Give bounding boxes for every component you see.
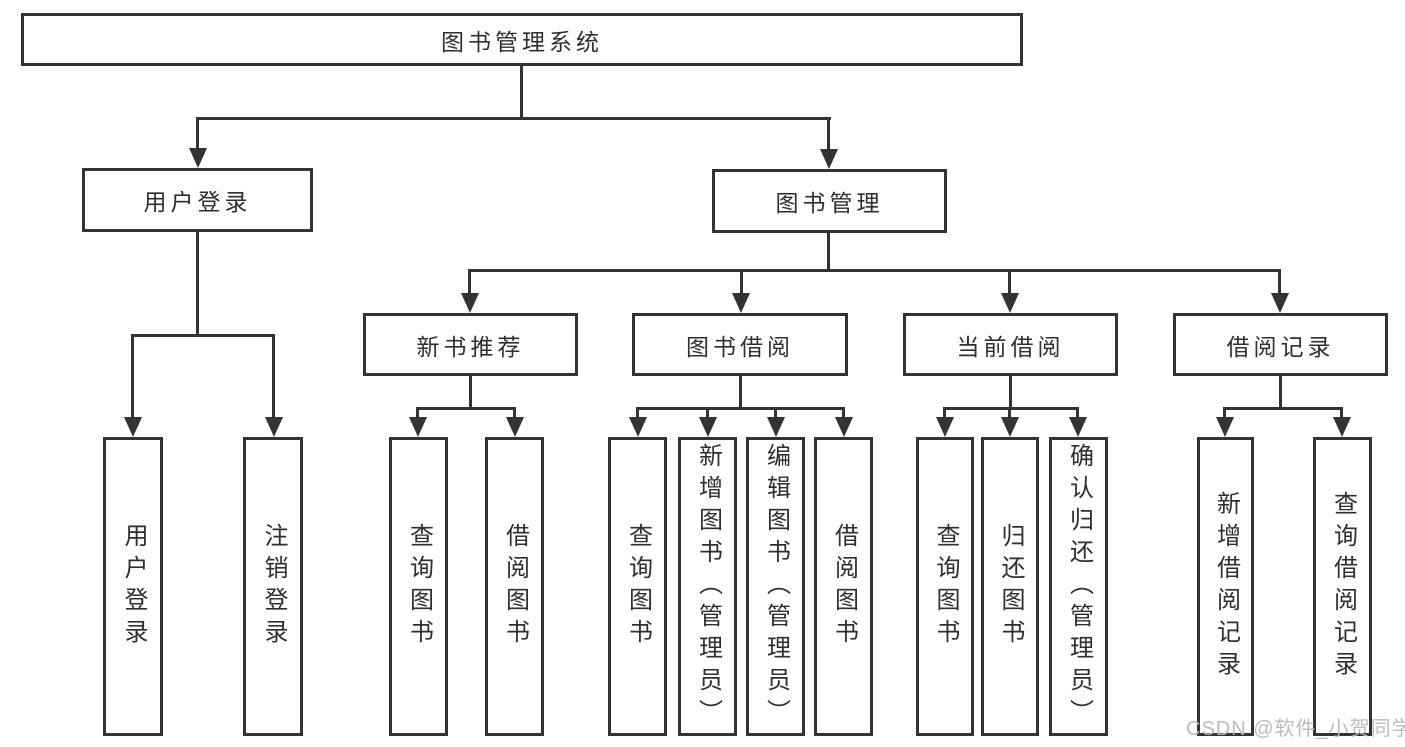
node-v-add-borrow-record: 新增借阅记录 [1197, 437, 1254, 736]
connector-line [1076, 407, 1079, 421]
node-label: 查询图书 [932, 522, 959, 651]
node-label: 借阅图书 [830, 522, 858, 651]
connector-line [416, 407, 419, 421]
node-label: 注销登录 [260, 522, 287, 651]
connector-line [272, 334, 275, 420]
arrowhead-down-icon [1001, 417, 1019, 437]
arrowhead-down-icon [124, 417, 142, 437]
arrowhead-down-icon [1333, 417, 1351, 437]
node-v-query-book-b: 查询图书 [608, 437, 667, 736]
node-user-login: 用户登录 [82, 168, 313, 232]
arrowhead-down-icon [1069, 417, 1087, 437]
node-label: 借阅记录 [1226, 333, 1335, 360]
node-label: 新书推荐 [416, 333, 525, 360]
node-v-return-book: 归还图书 [981, 437, 1039, 736]
connector-line [196, 117, 831, 120]
connector-line [131, 334, 134, 420]
connector-line [1009, 376, 1012, 409]
arrowhead-down-icon [1271, 293, 1289, 313]
arrowhead-down-icon [1001, 293, 1019, 313]
node-label: 用户登录 [143, 189, 252, 215]
node-label: 确认归还（管理员） [1065, 442, 1093, 731]
node-root: 图书管理系统 [21, 13, 1023, 66]
connector-line [1278, 269, 1281, 297]
node-book-borrow: 图书借阅 [632, 313, 848, 376]
node-label: 当前借阅 [956, 333, 1065, 360]
node-label: 查询借阅记录 [1329, 490, 1357, 683]
connector-line [416, 407, 516, 410]
node-label: 查询图书 [624, 522, 652, 651]
arrowhead-down-icon [629, 417, 647, 437]
connector-line [196, 117, 199, 153]
node-v-confirm-return: 确认归还（管理员） [1049, 437, 1108, 736]
node-borrow-record: 借阅记录 [1173, 313, 1388, 376]
arrowhead-down-icon [409, 417, 427, 437]
arrowhead-down-icon [699, 417, 717, 437]
node-v-user-login: 用户登录 [103, 437, 163, 736]
node-v-borrow-book-b: 借阅图书 [814, 437, 873, 736]
node-label: 新增借阅记录 [1212, 490, 1240, 683]
connector-line [706, 407, 709, 421]
node-new-book-recommend: 新书推荐 [363, 313, 578, 376]
arrowhead-down-icon [1216, 417, 1234, 437]
arrowhead-down-icon [767, 417, 785, 437]
connector-line [1340, 407, 1343, 421]
node-book-management: 图书管理 [712, 169, 947, 233]
arrowhead-down-icon [506, 417, 524, 437]
connector-line [468, 269, 1281, 272]
connector-line [1223, 407, 1226, 421]
connector-line [943, 407, 946, 421]
connector-line [468, 269, 471, 297]
node-label: 图书借阅 [686, 333, 794, 360]
arrowhead-down-icon [265, 417, 283, 437]
node-label: 归还图书 [997, 522, 1024, 651]
connector-line [1223, 407, 1343, 410]
node-label: 编辑图书（管理员） [762, 442, 790, 731]
node-current-borrow: 当前借阅 [903, 313, 1118, 376]
node-label: 用户登录 [120, 522, 147, 651]
connector-line [520, 66, 523, 120]
node-label: 借阅图书 [501, 522, 529, 651]
csdn-watermark: CSDN @软件_小贺同学 [1186, 718, 1405, 740]
connector-line [774, 407, 777, 421]
arrowhead-down-icon [732, 293, 750, 313]
arrowhead-down-icon [189, 148, 207, 168]
arrowhead-down-icon [820, 149, 838, 169]
connector-line [131, 334, 275, 337]
node-label: 图书管理 [775, 190, 884, 216]
node-v-query-book-a: 查询图书 [389, 437, 448, 736]
connector-line [636, 407, 639, 421]
connector-line [1008, 269, 1011, 297]
node-v-query-borrow-record: 查询借阅记录 [1313, 437, 1372, 736]
node-v-add-book: 新增图书（管理员） [678, 437, 737, 736]
node-label: 新增图书（管理员） [694, 442, 722, 731]
connector-line [636, 407, 845, 410]
arrowhead-down-icon [835, 417, 853, 437]
arrowhead-down-icon [936, 417, 954, 437]
connector-line [1279, 376, 1282, 409]
node-v-edit-book: 编辑图书（管理员） [746, 437, 805, 736]
connector-line [827, 117, 830, 154]
connector-line [827, 233, 830, 271]
connector-line [469, 376, 472, 409]
node-v-borrow-book-a: 借阅图书 [485, 437, 544, 736]
connector-line [1008, 407, 1011, 421]
connector-line [943, 407, 1079, 410]
connector-line [196, 232, 199, 337]
connector-line [740, 269, 743, 297]
connector-line [739, 376, 742, 409]
node-label: 查询图书 [405, 522, 433, 651]
node-v-logout-login: 注销登录 [243, 437, 303, 736]
node-label: 图书管理系统 [441, 28, 603, 55]
connector-line [513, 407, 516, 421]
connector-line [842, 407, 845, 421]
arrowhead-down-icon [461, 293, 479, 313]
node-v-query-book-c: 查询图书 [916, 437, 974, 736]
